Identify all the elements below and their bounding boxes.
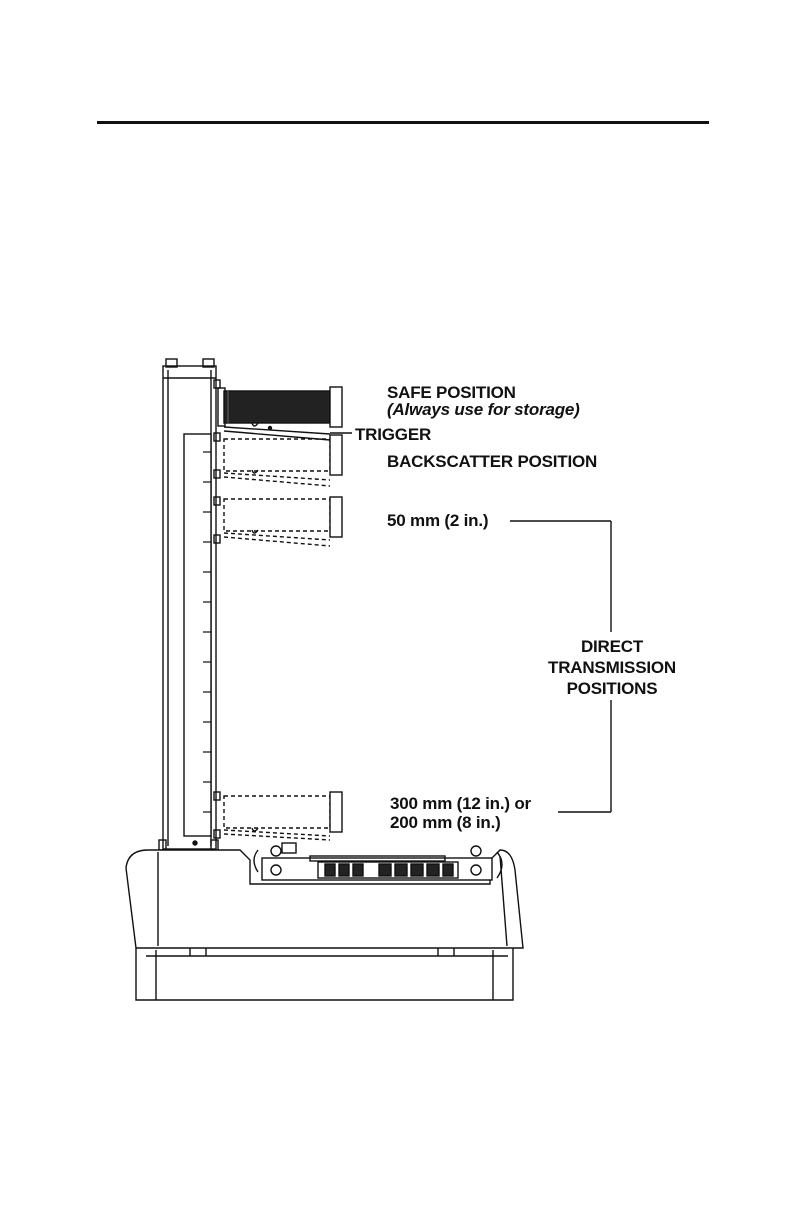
index-rod bbox=[159, 359, 218, 850]
handle-safe bbox=[218, 387, 342, 440]
handle-50mm bbox=[224, 499, 330, 546]
label-direct: DIRECT bbox=[536, 638, 688, 656]
handle-backscatter bbox=[224, 439, 330, 486]
label-positions: POSITIONS bbox=[536, 680, 688, 698]
label-300mm: 300 mm (12 in.) or bbox=[390, 795, 531, 813]
label-200mm: 200 mm (8 in.) bbox=[390, 814, 501, 832]
label-backscatter-position: BACKSCATTER POSITION bbox=[387, 453, 597, 471]
label-trigger: TRIGGER bbox=[355, 426, 431, 444]
label-transmission: TRANSMISSION bbox=[536, 659, 688, 677]
label-safe-note: (Always use for storage) bbox=[387, 401, 580, 419]
gauge-base bbox=[126, 843, 523, 1000]
label-50mm: 50 mm (2 in.) bbox=[387, 512, 488, 530]
handle-300mm bbox=[224, 796, 330, 840]
